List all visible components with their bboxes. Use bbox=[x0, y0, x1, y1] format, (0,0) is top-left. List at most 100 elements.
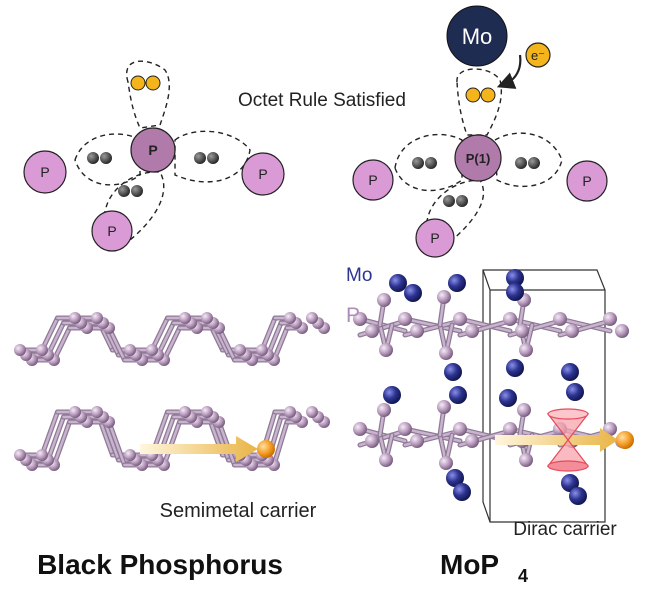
mop4-title-main: MoP bbox=[440, 549, 499, 580]
p-atom-ball bbox=[179, 406, 191, 418]
lattice-bond bbox=[162, 420, 181, 467]
p-atom-ball bbox=[36, 449, 48, 461]
lattice-bond bbox=[558, 317, 612, 333]
mo-atom-ball bbox=[506, 359, 524, 377]
mo-atom-ball bbox=[566, 383, 584, 401]
electron-dot bbox=[130, 75, 146, 91]
p-atom-label: P bbox=[430, 230, 439, 246]
lone-pair-lobe bbox=[456, 68, 502, 136]
p-atom-ball bbox=[465, 324, 479, 338]
p-atom-ball bbox=[398, 422, 412, 436]
p-atom-ball bbox=[439, 456, 453, 470]
black-phosphorus-title: Black Phosphorus bbox=[37, 549, 283, 580]
shared-electron bbox=[456, 195, 468, 207]
shared-electron bbox=[87, 152, 99, 164]
mo-atom-ball bbox=[449, 386, 467, 404]
shared-electron bbox=[425, 157, 437, 169]
electron-dot bbox=[465, 87, 481, 103]
p-atom-bottom bbox=[91, 210, 133, 252]
shared-electron bbox=[118, 185, 130, 197]
shared-electron bbox=[207, 152, 219, 164]
p-atom-center bbox=[130, 127, 176, 173]
p-atom-ball bbox=[437, 290, 451, 304]
p-atom-ball bbox=[410, 434, 424, 448]
mo-atom-ball bbox=[448, 274, 466, 292]
p-atom-ball bbox=[14, 449, 26, 461]
mo-atom-ball bbox=[383, 386, 401, 404]
bond-lobe-bottom bbox=[103, 171, 165, 241]
p1-atom-center bbox=[454, 134, 502, 182]
shared-electron bbox=[528, 157, 540, 169]
p-atom-ball bbox=[306, 312, 318, 324]
shared-electron bbox=[515, 157, 527, 169]
p-atom-ball bbox=[503, 312, 517, 326]
p-atom-ball bbox=[453, 422, 467, 436]
p-atom-ball bbox=[179, 312, 191, 324]
dirac-carrier-arrow bbox=[495, 408, 634, 472]
p-atom-ball bbox=[14, 344, 26, 356]
p-atom-ball bbox=[515, 324, 529, 338]
p-atom-right bbox=[241, 152, 285, 196]
lattice-bond bbox=[40, 410, 59, 457]
mo-atom-ball bbox=[499, 389, 517, 407]
p-atom-ball bbox=[201, 406, 213, 418]
p-atom-ball bbox=[377, 403, 391, 417]
p-atom-left bbox=[352, 159, 394, 201]
octet-rule-label: Octet Rule Satisfied bbox=[238, 90, 406, 111]
lattice-bond bbox=[46, 415, 65, 462]
p-atom-ball bbox=[353, 312, 367, 326]
lattice-bond bbox=[52, 420, 71, 467]
shared-electron bbox=[443, 195, 455, 207]
p-atom-ball bbox=[234, 344, 246, 356]
right-bonding-scheme: Mo e⁻ P(1) P P P bbox=[352, 5, 608, 258]
p-atom-ball bbox=[69, 406, 81, 418]
p-atom-label: P bbox=[582, 173, 591, 189]
p1-atom-label: P(1) bbox=[466, 151, 491, 166]
p-atom-ball bbox=[201, 312, 213, 324]
p-atom-ball bbox=[439, 346, 453, 360]
p-atom-ball bbox=[256, 344, 268, 356]
semimetal-carrier-label: Semimetal carrier bbox=[160, 500, 317, 522]
p-atom-ball bbox=[603, 312, 617, 326]
p-atom-ball bbox=[398, 312, 412, 326]
lattice-bond bbox=[458, 317, 512, 333]
shared-electron bbox=[131, 185, 143, 197]
p-atom-ball bbox=[379, 343, 393, 357]
p-atom-ball bbox=[465, 434, 479, 448]
electron-dot bbox=[145, 75, 161, 91]
shared-electron bbox=[412, 157, 424, 169]
p-atom-left bbox=[23, 150, 67, 194]
mop4-lattice bbox=[353, 269, 629, 505]
p-atom-bottom bbox=[415, 218, 455, 258]
p-atom-ball bbox=[91, 406, 103, 418]
p-atom-label: P bbox=[368, 172, 377, 188]
p-atom-ball bbox=[517, 403, 531, 417]
mo-atom-ball bbox=[506, 283, 524, 301]
bond-lobe-right bbox=[494, 132, 563, 187]
p-atom-ball bbox=[365, 324, 379, 338]
lattice-bond bbox=[217, 420, 236, 467]
mo-atom-ball bbox=[389, 274, 407, 292]
mop4-title-subscript: 4 bbox=[518, 566, 528, 586]
mo-atom-ball bbox=[561, 474, 579, 492]
p-atom-ball bbox=[306, 406, 318, 418]
electron-ball bbox=[525, 42, 551, 68]
p-atom-ball bbox=[146, 344, 158, 356]
p-atom-ball bbox=[453, 312, 467, 326]
p-atom-label: P bbox=[40, 164, 49, 180]
mo-atom-ball bbox=[444, 363, 462, 381]
carrier-ball bbox=[616, 431, 634, 449]
lattice-bond bbox=[107, 420, 126, 467]
p-atom-ball bbox=[284, 406, 296, 418]
legend-p: P bbox=[346, 304, 360, 327]
p-atom-ball bbox=[365, 434, 379, 448]
p-atom-ball bbox=[377, 293, 391, 307]
p-atom-ball bbox=[353, 422, 367, 436]
p-atom-ball bbox=[553, 312, 567, 326]
mo-atom-ball bbox=[561, 363, 579, 381]
p-atom-ball bbox=[565, 324, 579, 338]
electron-transfer-arrow bbox=[496, 54, 522, 89]
lattice-bond bbox=[272, 420, 289, 467]
p-atom-ball bbox=[91, 312, 103, 324]
